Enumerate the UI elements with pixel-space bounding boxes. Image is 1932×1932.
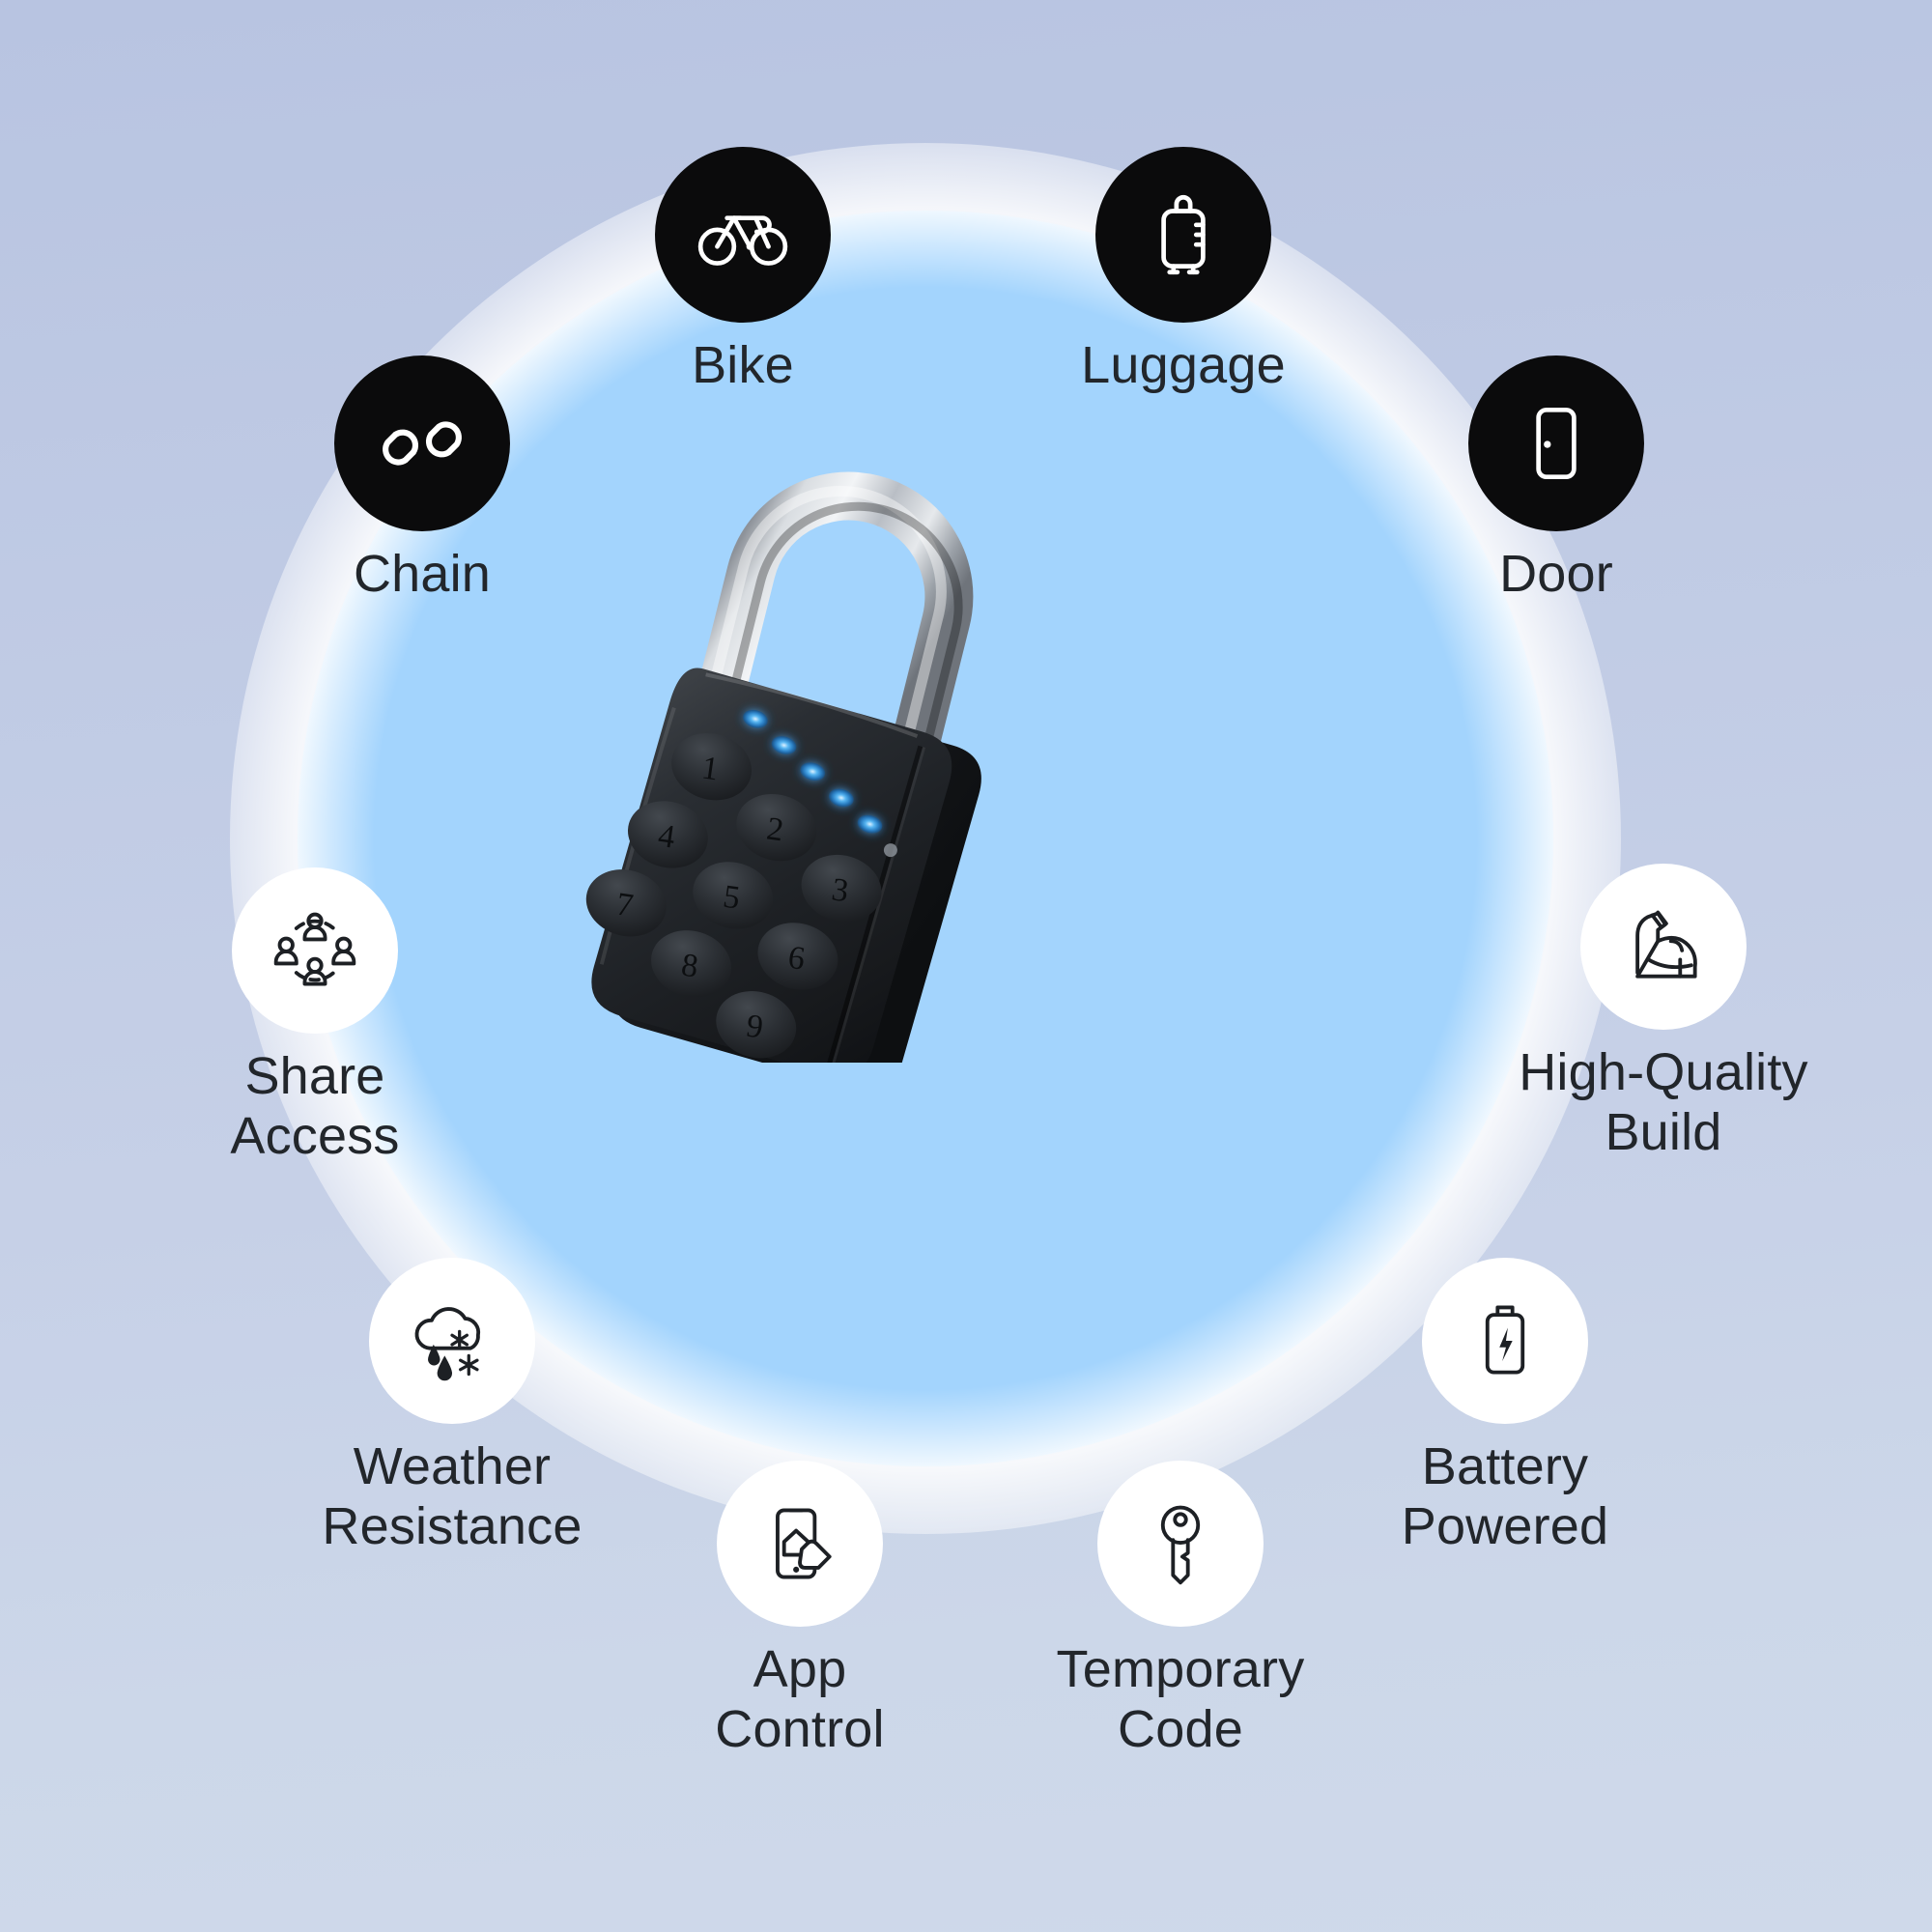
phone-tap-icon xyxy=(753,1497,846,1590)
svg-text:1: 1 xyxy=(699,750,721,787)
flexed-bicep-icon xyxy=(1617,900,1710,993)
bicycle-icon xyxy=(694,185,792,284)
svg-text:6: 6 xyxy=(786,940,808,978)
feature-badge-battery-powered[interactable] xyxy=(1422,1258,1588,1424)
feature-badge-temporary-code[interactable] xyxy=(1097,1461,1264,1627)
feature-node-app-control[interactable]: App Control xyxy=(626,1461,974,1759)
svg-text:3: 3 xyxy=(830,871,851,909)
svg-text:7: 7 xyxy=(614,887,636,924)
svg-text:8: 8 xyxy=(679,947,700,984)
feature-badge-luggage[interactable] xyxy=(1095,147,1271,323)
feature-label-temporary-code: Temporary Code xyxy=(1056,1640,1305,1758)
svg-text:5: 5 xyxy=(721,879,742,917)
feature-badge-chain[interactable] xyxy=(334,355,510,531)
feature-badge-weather-resistance[interactable] xyxy=(369,1258,535,1424)
feature-node-chain[interactable]: Chain xyxy=(268,355,577,605)
feature-node-door[interactable]: Door xyxy=(1402,355,1711,605)
feature-node-temporary-code[interactable]: Temporary Code xyxy=(978,1461,1383,1759)
feature-label-app-control: App Control xyxy=(715,1640,885,1758)
svg-text:2: 2 xyxy=(764,810,785,848)
feature-node-high-quality-build[interactable]: High-Quality Build xyxy=(1432,864,1895,1162)
feature-badge-bike[interactable] xyxy=(655,147,831,323)
feature-node-battery-powered[interactable]: Battery Powered xyxy=(1312,1258,1698,1556)
key-icon xyxy=(1134,1497,1227,1590)
door-icon xyxy=(1507,394,1605,493)
cloud-rain-snow-icon xyxy=(406,1294,498,1387)
feature-badge-door[interactable] xyxy=(1468,355,1644,531)
feature-badge-high-quality-build[interactable] xyxy=(1580,864,1747,1030)
feature-label-high-quality-build: High-Quality Build xyxy=(1519,1043,1808,1161)
feature-node-bike[interactable]: Bike xyxy=(588,147,897,396)
suitcase-icon xyxy=(1134,185,1233,284)
led-indicator-row xyxy=(743,709,883,834)
svg-text:4: 4 xyxy=(656,818,677,856)
feature-label-share-access: Share Access xyxy=(230,1047,400,1165)
feature-label-battery-powered: Battery Powered xyxy=(1401,1437,1609,1555)
chain-link-icon xyxy=(373,394,471,493)
battery-bolt-icon xyxy=(1459,1294,1551,1387)
feature-label-luggage: Luggage xyxy=(1081,336,1286,394)
feature-label-weather-resistance: Weather Resistance xyxy=(322,1437,582,1555)
feature-node-luggage[interactable]: Luggage xyxy=(1000,147,1367,396)
keypad: 1 2 3 4 5 xyxy=(585,732,882,1059)
feature-badge-share-access[interactable] xyxy=(232,867,398,1034)
feature-label-bike: Bike xyxy=(692,336,794,394)
svg-text:9: 9 xyxy=(744,1008,765,1045)
feature-node-weather-resistance[interactable]: Weather Resistance xyxy=(249,1258,655,1556)
smart-padlock-product-image: 1 2 3 4 5 xyxy=(502,386,1121,1063)
feature-label-chain: Chain xyxy=(353,545,492,603)
feature-label-door: Door xyxy=(1499,545,1613,603)
feature-node-share-access[interactable]: Share Access xyxy=(151,867,479,1166)
people-network-icon xyxy=(269,904,361,997)
feature-badge-app-control[interactable] xyxy=(717,1461,883,1627)
